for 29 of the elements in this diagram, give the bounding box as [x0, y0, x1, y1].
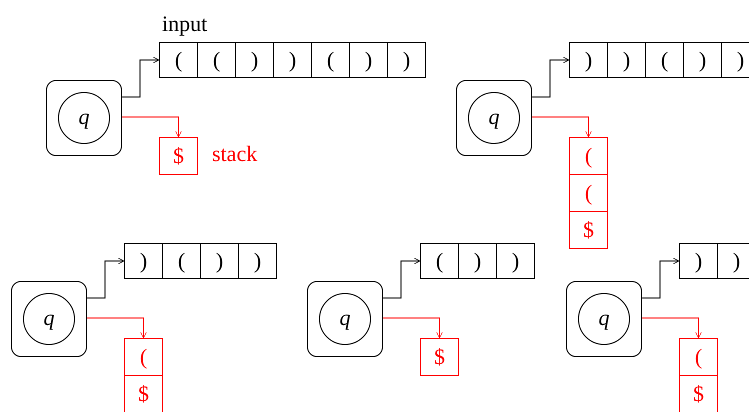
automaton-box: [456, 80, 532, 156]
tape-label: input: [162, 11, 208, 37]
tape-cell: ): [387, 42, 426, 78]
state-circle: q: [23, 293, 75, 345]
automaton-box: [46, 80, 122, 156]
arrow: [642, 318, 702, 338]
arrow: [86, 318, 147, 338]
arrow: [382, 318, 443, 338]
arrow: [642, 258, 680, 298]
stack-label: stack: [212, 141, 258, 167]
tape-cell: (: [311, 42, 350, 78]
arrow: [86, 258, 124, 298]
tape-cell: (: [197, 42, 236, 78]
tape-cell: ): [273, 42, 312, 78]
automaton-box: [566, 281, 642, 357]
arrow: [122, 56, 160, 98]
arrow: [532, 116, 592, 138]
state-circle: q: [578, 293, 630, 345]
arrow: [382, 258, 420, 298]
state-circle: q: [468, 92, 520, 144]
state-circle: q: [58, 92, 110, 144]
tape-cell: ): [235, 42, 274, 78]
arrow: [122, 116, 182, 138]
arrow: [532, 56, 570, 98]
state-circle: q: [319, 293, 371, 345]
automaton-box: [307, 281, 383, 357]
automaton-box: [11, 281, 87, 357]
tape-cell: (: [159, 42, 198, 78]
tape-cell: ): [349, 42, 388, 78]
